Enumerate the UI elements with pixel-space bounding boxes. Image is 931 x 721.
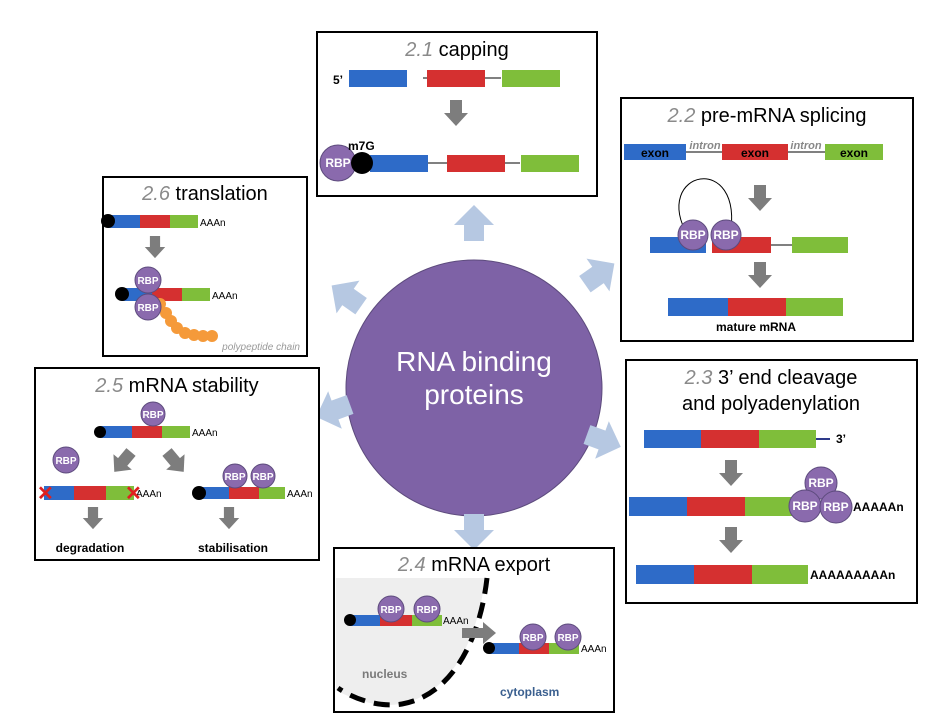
polya-tail: AAAn — [287, 489, 313, 500]
rbp-circle — [413, 595, 441, 623]
panel-splicing: 2.2 pre-mRNA splicing exon exon exon int… — [620, 97, 914, 342]
polya-tail: AAAn — [581, 644, 607, 655]
rbp-circle — [377, 595, 405, 623]
rbp-label: RBP — [522, 633, 543, 644]
rbp-circle — [250, 463, 276, 489]
three-prime-label: 3’ — [836, 432, 846, 446]
exon-red — [447, 155, 505, 172]
rbp-circle — [134, 266, 162, 294]
polya-tail: AAAn — [443, 616, 469, 627]
nucleus-label: nucleus — [362, 667, 408, 681]
intron-label: intron — [689, 140, 720, 152]
outer-arrow-down — [454, 514, 494, 550]
nucleus-region — [336, 578, 485, 705]
rbp-circle — [819, 490, 853, 524]
stabilisation-label: stabilisation — [198, 541, 268, 555]
degradation-label: degradation — [56, 541, 125, 555]
panel-export: 2.4 mRNA export RBP RBP AAAn RBP RBP AAA… — [333, 547, 615, 713]
rbp-circle — [677, 219, 709, 251]
svg-text:2.5 mRNA stability: 2.5 mRNA stability — [94, 375, 258, 397]
intron-loop — [678, 178, 733, 237]
outer-arrow-upleft — [320, 269, 373, 323]
rbp-label: RBP — [380, 605, 401, 616]
exon-green — [502, 70, 560, 87]
stability-number: 2.5 — [94, 375, 128, 397]
stability-title: mRNA stability — [129, 375, 259, 397]
polya-tail-long: AAAAAAAAAn — [810, 568, 895, 582]
rbp-circle — [519, 623, 547, 651]
cleavage-number: 2.3 — [684, 367, 718, 389]
rbp-circle — [710, 219, 742, 251]
rbp-circle — [554, 623, 582, 651]
cleavage-title-line1: 3’ end cleavage — [718, 367, 857, 389]
svg-text:2.2 pre-mRNA splicing: 2.2 pre-mRNA splicing — [667, 105, 867, 127]
panel-cleavage: 2.3 3’ end cleavage and polyadenylation … — [625, 359, 918, 604]
exon-green — [521, 155, 579, 172]
m7g-label: m7G — [348, 139, 375, 153]
polypeptide-chain-label: polypeptide chain — [221, 342, 300, 353]
rbp-circle — [134, 293, 162, 321]
degradation-x-mark: ✕ — [125, 483, 142, 505]
rbp-label: RBP — [713, 228, 738, 242]
svg-text:2.1 capping: 2.1 capping — [404, 39, 508, 61]
outer-arrow-upright — [573, 247, 626, 301]
center-label-line1: RNA binding — [396, 346, 552, 377]
translation-title: translation — [176, 183, 268, 205]
capping-number: 2.1 — [404, 39, 438, 61]
exon-blue — [370, 155, 428, 172]
rbp-circle — [222, 463, 248, 489]
splicing-title: pre-mRNA splicing — [701, 105, 867, 127]
polya-tail: AAAn — [200, 218, 226, 229]
translation-number: 2.6 — [141, 183, 175, 205]
panel-capping: 2.1 capping 5’ RBP m7G — [316, 31, 598, 197]
cleavage-title-line2: and polyadenylation — [682, 393, 860, 415]
svg-text:2.4 mRNA export: 2.4 mRNA export — [397, 554, 551, 576]
export-title: mRNA export — [431, 554, 550, 576]
degradation-x-mark: ✕ — [37, 483, 54, 505]
splicing-number: 2.2 — [667, 105, 701, 127]
cap-dot — [351, 152, 373, 174]
polya-tail: AAAn — [192, 428, 218, 439]
polya-tail: AAAn — [136, 489, 162, 500]
rbp-circle — [140, 401, 166, 427]
rbp-label: RBP — [557, 633, 578, 644]
five-prime-label: 5’ — [333, 73, 343, 87]
rbp-label: RBP — [137, 276, 158, 287]
rbp-label: RBP — [252, 472, 273, 483]
rbp-label: RBP — [142, 410, 163, 421]
export-number: 2.4 — [397, 554, 431, 576]
svg-text:2.6 translation: 2.6 translation — [141, 183, 268, 205]
rbp-circle — [804, 466, 838, 500]
exon-label: exon — [641, 146, 669, 160]
cytoplasm-label: cytoplasm — [500, 685, 559, 699]
mature-mrna-label: mature mRNA — [716, 320, 796, 334]
rbp-label: RBP — [823, 500, 848, 514]
rbp-label: RBP — [808, 476, 833, 490]
panel-stability: 2.5 mRNA stability RBP AAAn RBP AAAn ✕ ✕… — [34, 367, 320, 561]
exon-label: exon — [840, 146, 868, 160]
rbp-label: RBP — [55, 456, 76, 467]
export-arrow — [462, 628, 484, 638]
exon-blue — [349, 70, 407, 87]
panel-translation: 2.6 translation AAAn AAAn RBP RBP polype… — [101, 176, 308, 357]
rbp-label: RBP — [137, 303, 158, 314]
intron-label: intron — [790, 140, 821, 152]
exon-label: exon — [741, 146, 769, 160]
rbp-label: RBP — [416, 605, 437, 616]
free-rbp-circle — [52, 446, 80, 474]
rbp-label: RBP — [792, 499, 817, 513]
rbp-label: RBP — [325, 156, 350, 170]
rbp-label: RBP — [680, 228, 705, 242]
nuclear-envelope — [336, 577, 490, 708]
outer-arrow-up — [454, 205, 494, 241]
polya-tail: AAAn — [212, 291, 238, 302]
capping-title: capping — [439, 39, 509, 61]
rbp-label: RBP — [224, 472, 245, 483]
center-label-line2: proteins — [424, 379, 524, 410]
svg-text:2.3 3’ end cleavage: 2.3 3’ end cleavage — [684, 367, 858, 389]
exon-red — [427, 70, 485, 87]
polya-tail-short: AAAAAn — [853, 500, 904, 514]
